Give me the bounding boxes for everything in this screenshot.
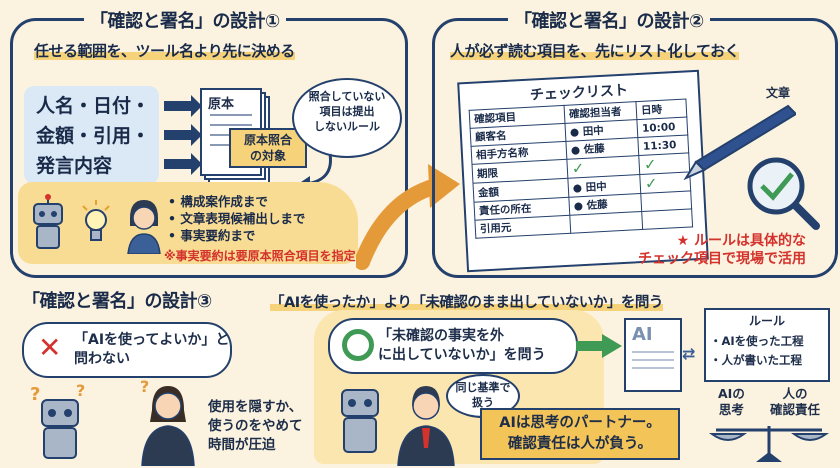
rule-item: ・人が書いた工程: [710, 353, 802, 367]
svg-text:?: ?: [140, 377, 149, 396]
scale-right-label: 人の 確認責任: [770, 386, 820, 418]
swap-arrows-icon: ⇄: [682, 344, 696, 363]
ribbon-banner: AIは思考のパートナー。 確認責任は人が負う。: [480, 408, 680, 460]
ai-doc-label: AI: [632, 324, 653, 345]
arrow-right-icon: [164, 95, 202, 117]
scope-list: • 構成案作成まで • 文章表現候補出しまで • 事実要約まで: [168, 193, 305, 244]
scale-right-line-2: 確認責任: [770, 402, 821, 417]
doc-original-label: 原本: [208, 97, 235, 112]
balance-scale-icon: [708, 426, 830, 462]
robot-confused-icon: ? ?: [30, 384, 85, 459]
target-label: 原本照合 の対象: [229, 128, 307, 168]
cell-empty: [641, 208, 693, 230]
bubble-line-1: 照合していない: [308, 90, 386, 103]
magnifier-check-icon: [747, 157, 820, 230]
panel1-subtitle: 任せる範囲を、ツール名より先に決める: [34, 40, 295, 61]
panel1-subtitle-text: 任せる範囲を、ツール名より先に決める: [34, 42, 295, 60]
center-bubble: 「未確認の事実を外 に出していないか」を問う: [328, 318, 578, 374]
scope-item: • 事実要約まで: [168, 228, 256, 243]
cell-empty: [569, 211, 643, 234]
panel3-title: 「確認と署名」の設計③: [16, 287, 218, 313]
check-icon: ✓: [644, 174, 658, 193]
scale-left-label: AIの 思考: [718, 386, 745, 418]
banner-line-1: AIは思考のパートナー。: [499, 415, 661, 431]
robot-icon: [33, 194, 63, 249]
scale-left-line-2: 思考: [718, 402, 744, 417]
doc-label: 文章: [766, 86, 791, 100]
panel3-headline: 「AIを使ったか」より「未確認のまま出していないか」を問う: [270, 291, 663, 312]
panel2-title: 「確認と署名」の設計②: [508, 7, 710, 33]
scope-item: • 文章表現候補出しまで: [168, 211, 306, 226]
ai-document: AI: [624, 318, 682, 392]
center-bubble-line-1: 「未確認の事実を外: [378, 328, 504, 344]
robot-icon: [341, 389, 379, 453]
cell-item: 引用元: [474, 215, 571, 239]
scale-left-line-1: AIの: [718, 386, 745, 401]
scope-item: • 構成案作成まで: [168, 194, 268, 209]
scale-right-line-1: 人の: [782, 386, 808, 401]
left-bubble-line-1: 「AIを使ってよいか」と: [74, 332, 230, 348]
items-line-1: 人名・日付・: [36, 95, 151, 117]
person-businessman-icon: [397, 386, 455, 466]
svg-text:?: ?: [76, 384, 85, 400]
arrow-green-icon: [576, 334, 622, 358]
scope-note: ※事実要約は要原本照合項目を指定: [164, 249, 356, 263]
left-bubble: ✕ 「AIを使ってよいか」と 問わない: [22, 322, 232, 378]
note-line-2: チェック項目で現場で活用: [638, 251, 806, 267]
target-label-line-1: 原本照合: [243, 133, 292, 147]
panel2-subtitle-text: 人が必ず読む項目を、先にリスト化しておく: [450, 42, 740, 60]
small-bubble-line-1: 同じ基準で: [455, 381, 511, 394]
items-text: 人名・日付・ 金額・引用・ 発言内容: [36, 91, 150, 181]
caption-line-1: 使用を隠すか、: [208, 399, 303, 415]
items-box: [24, 86, 159, 184]
items-line-2: 金額・引用・: [36, 125, 151, 147]
left-caption: 使用を隠すか、 使うのをやめて 時間が圧迫: [208, 398, 303, 455]
panel3-headline-text: 「AIを使ったか」より「未確認のまま出していないか」を問う: [270, 295, 663, 311]
small-bubble-line-2: 扱う: [472, 395, 494, 409]
arrow-right-icon: [164, 153, 202, 175]
caption-line-3: 時間が圧迫: [208, 437, 276, 453]
left-bubble-line-2: 問わない: [74, 351, 130, 367]
arrow-right-icon: [164, 124, 202, 146]
rule-item: ・AIを使った工程: [710, 334, 804, 348]
check-icon: ✓: [571, 158, 585, 178]
panel2-note: ★ ルールは具体的な チェック項目で現場で活用: [598, 232, 806, 268]
bubble-line-2: 項目は提出: [319, 104, 375, 118]
rule-card: ルール ・AIを使った工程 ・人が書いた工程: [704, 308, 830, 382]
center-bubble-line-2: に出していないか」を問う: [378, 347, 546, 363]
target-label-line-2: の対象: [249, 149, 286, 163]
note-line-1: ★ ルールは具体的な: [676, 233, 806, 249]
panel2-subtitle: 人が必ず読む項目を、先にリスト化しておく: [450, 40, 740, 61]
banner-line-2: 確認責任は人が負う。: [507, 436, 653, 452]
cross-icon: ✕: [38, 331, 62, 364]
items-line-3: 発言内容: [36, 155, 113, 177]
svg-text:?: ?: [30, 384, 40, 405]
bubble-line-3: しないルール: [314, 119, 380, 133]
pen-icon: [683, 104, 796, 180]
check-icon: ✓: [643, 155, 657, 174]
person-woman-icon: [127, 200, 161, 254]
orange-curved-arrow-icon: [356, 164, 460, 270]
caption-line-2: 使うのをやめて: [208, 418, 303, 434]
rule-thought-bubble: 照合していない 項目は提出 しないルール: [292, 78, 402, 158]
person-thinking-icon: ?: [140, 377, 195, 466]
scope-area: [18, 182, 358, 264]
panel1-title: 「確認と署名」の設計①: [84, 7, 286, 33]
lightbulb-icon: [82, 200, 110, 241]
circle-ok-icon: [342, 329, 374, 361]
rule-title: ルール: [748, 314, 785, 328]
